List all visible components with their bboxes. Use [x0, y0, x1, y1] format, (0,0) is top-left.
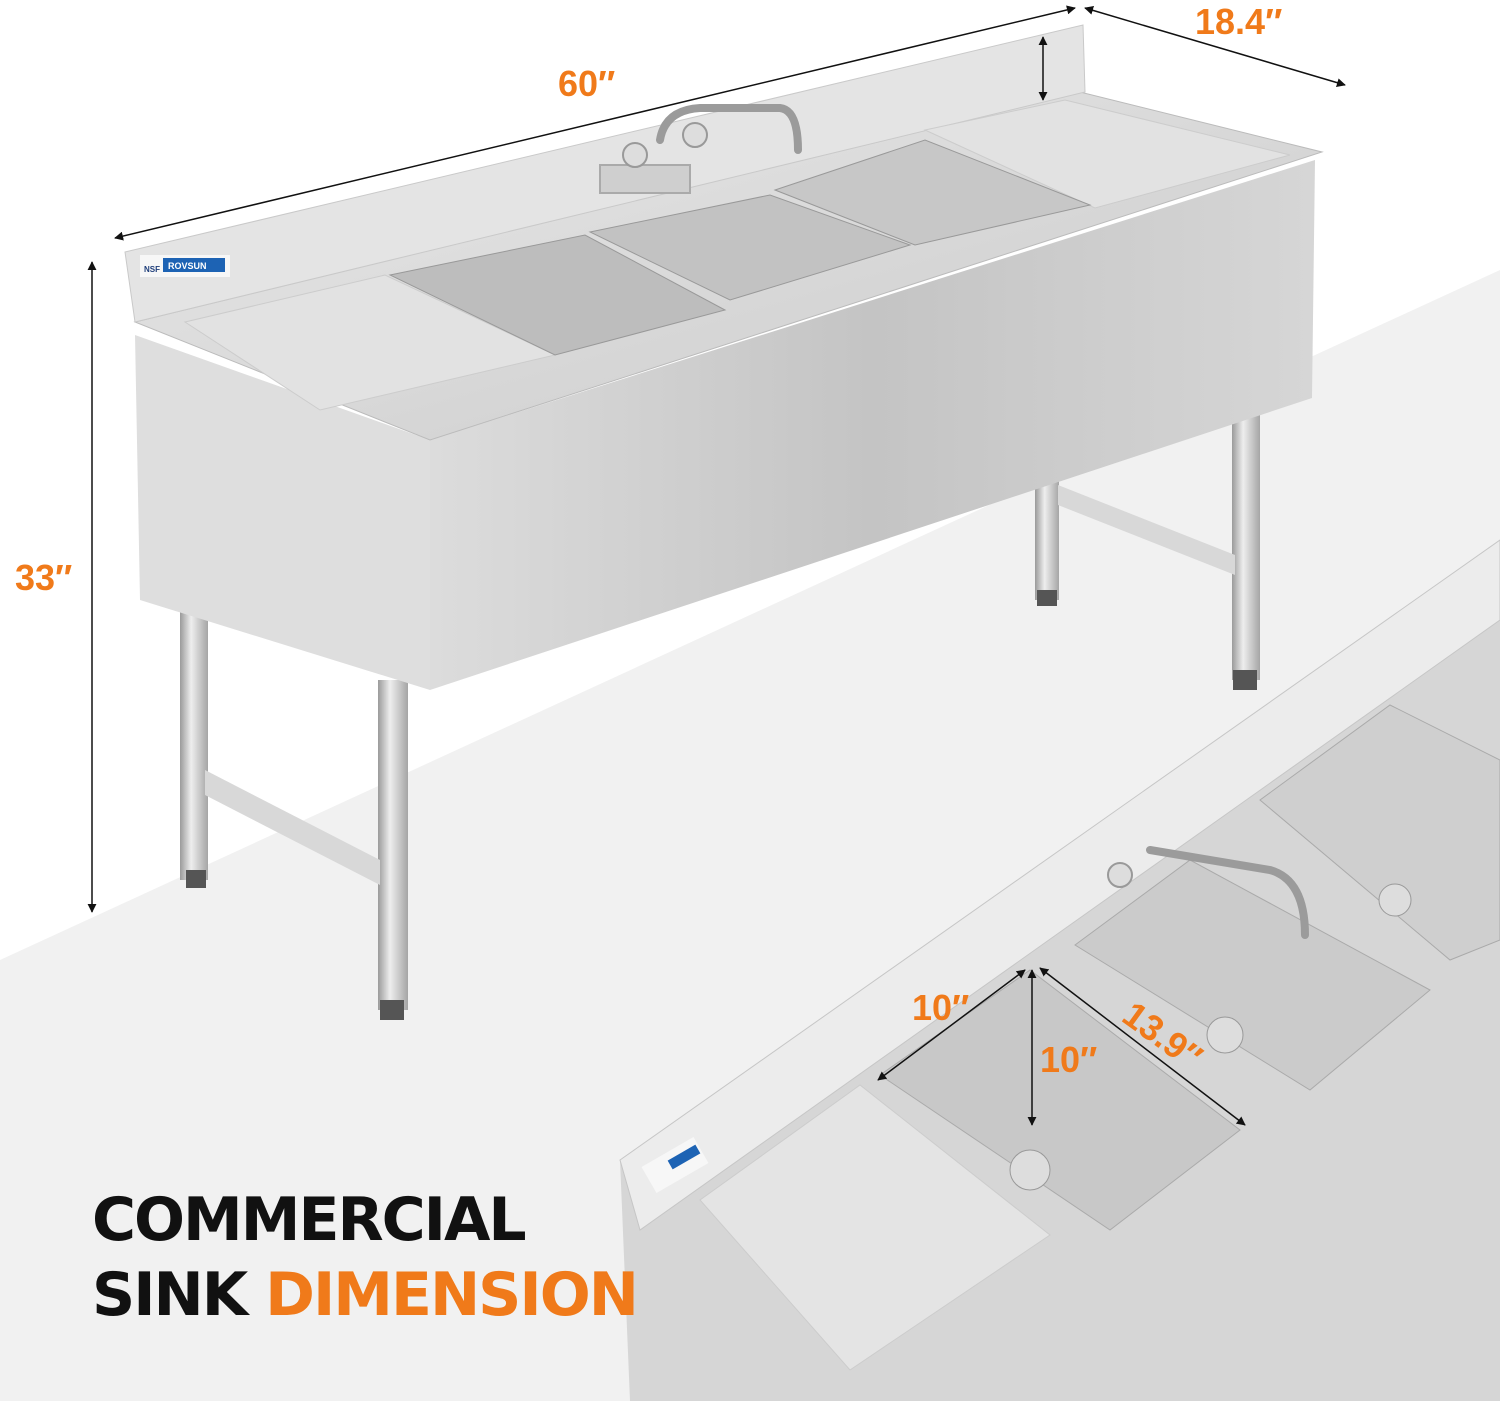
cert-logo-text: NSF — [144, 265, 160, 274]
closeup-bowl-3 — [1259, 704, 1500, 961]
sink-front-panel — [430, 160, 1315, 690]
brand-logo-text: ROVSUN — [168, 261, 207, 271]
sink-legs — [180, 390, 1260, 1020]
closeup-view — [619, 539, 1500, 1401]
headline-line-1: COMMERCIAL — [92, 1185, 527, 1255]
length-dimension-line — [114, 5, 1076, 241]
sink-bowl-1 — [388, 234, 727, 356]
headline-sink: SINK — [92, 1260, 248, 1330]
brand-logo — [140, 255, 230, 277]
height-label: 33″ — [15, 557, 72, 598]
bowl-depth-label: 10″ — [1040, 1039, 1097, 1080]
depth-label: 18.4″ — [1195, 1, 1282, 42]
bowl-length-dimension-line — [1039, 967, 1246, 1126]
headline-dimension: DIMENSION — [265, 1260, 639, 1330]
length-label: 60″ — [558, 63, 615, 104]
sink-side-panel — [135, 335, 430, 690]
depth-dimension-line — [1084, 5, 1346, 88]
closeup-drainboard — [699, 1084, 1051, 1371]
headline-line-2: SINK DIMENSION — [92, 1265, 639, 1325]
bowl-width-dimension-line — [877, 969, 1026, 1081]
bowl-width-label: 10″ — [912, 987, 969, 1028]
